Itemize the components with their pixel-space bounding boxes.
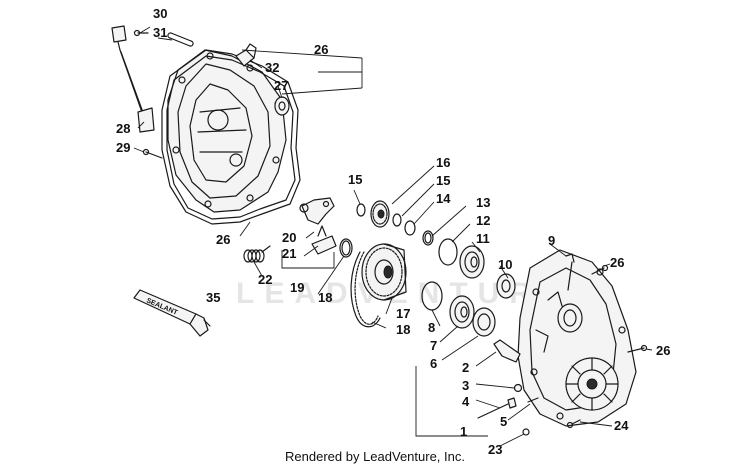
sealant-tube: SEALANT [133,289,211,337]
washer-15-a [356,203,366,217]
callout-11: 11 [476,231,490,246]
callout-21: 20 [282,230,296,245]
callout-30: 28 [116,121,130,136]
seal-6 [472,307,496,337]
leader-lines [133,26,653,447]
snap-ring-19 [339,238,353,258]
bolt-31 [142,148,163,159]
bearing-7 [449,295,475,329]
dipstick [111,25,155,133]
render-credit: Rendered by LeadVenture, Inc. [285,449,465,464]
spring-23 [243,245,271,263]
callout-4: 4 [462,394,470,409]
ring-13 [422,230,434,246]
seal-10 [496,273,516,299]
callout-15-a: 15 [348,172,362,187]
drive-gear-17 [361,243,407,301]
bolt-4 [477,397,517,419]
seal-29 [274,96,290,116]
callout-18: 18 [396,322,410,337]
callout-26-b: 26 [656,343,670,358]
bracket-21 [299,197,335,225]
bolt-25 [566,419,581,429]
callout-12: 12 [476,213,490,228]
callout-14: 14 [436,191,451,206]
chain-18 [350,251,381,328]
callout-25: 24 [614,418,629,433]
callout-17: 17 [396,306,410,321]
callout-10: 10 [498,257,512,272]
callout-16: 16 [436,155,450,170]
callout-28: 26 [314,42,328,57]
callout-35: 35 [206,290,220,305]
ring-12 [438,238,458,266]
pin-5 [527,397,539,403]
cover-gasket [161,49,301,225]
callout-2: 2 [462,360,469,375]
bolt-26-b [627,344,648,353]
callout-1: 1 [460,424,467,439]
washer-15-b [392,213,402,227]
clutch-cover [167,49,287,213]
callout-26-a: 26 [610,255,624,270]
callout-24: 23 [488,442,502,457]
callout-6: 6 [430,356,437,371]
callout-23: 22 [258,272,272,287]
callout-15-b: 15 [436,173,450,188]
gear-case [517,249,637,427]
bracket-1 [415,366,488,437]
callout-34: 32 [265,60,279,75]
callout-22: 21 [282,246,296,261]
seal-33 [167,32,194,47]
callouts: 30 31 26 32 27 28 29 26 16 15 15 14 13 1… [116,6,670,457]
plug-34 [235,43,257,67]
callout-8: 8 [428,320,435,335]
bracket-28 [241,49,363,95]
breather-9 [565,253,575,291]
callout-31: 29 [116,140,130,155]
callout-19: 18 [318,290,332,305]
callout-7: 7 [430,338,437,353]
bracket-20 [281,250,335,269]
callout-20: 19 [290,280,304,295]
bolt-24 [522,428,530,436]
plug-3 [513,383,523,393]
gear-16 [370,200,390,228]
bearing-11 [459,245,485,279]
callout-27: 26 [216,232,230,247]
bolt-32 [133,29,149,37]
callout-5: 5 [500,414,507,429]
lever-2 [493,339,521,363]
callout-13: 13 [476,195,490,210]
callout-29: 27 [274,78,288,93]
callout-33: 31 [153,25,167,40]
callout-32: 30 [153,6,167,21]
washer-14 [404,220,416,236]
callout-9: 9 [548,233,555,248]
callout-3: 3 [462,378,469,393]
lever-22 [311,225,337,255]
